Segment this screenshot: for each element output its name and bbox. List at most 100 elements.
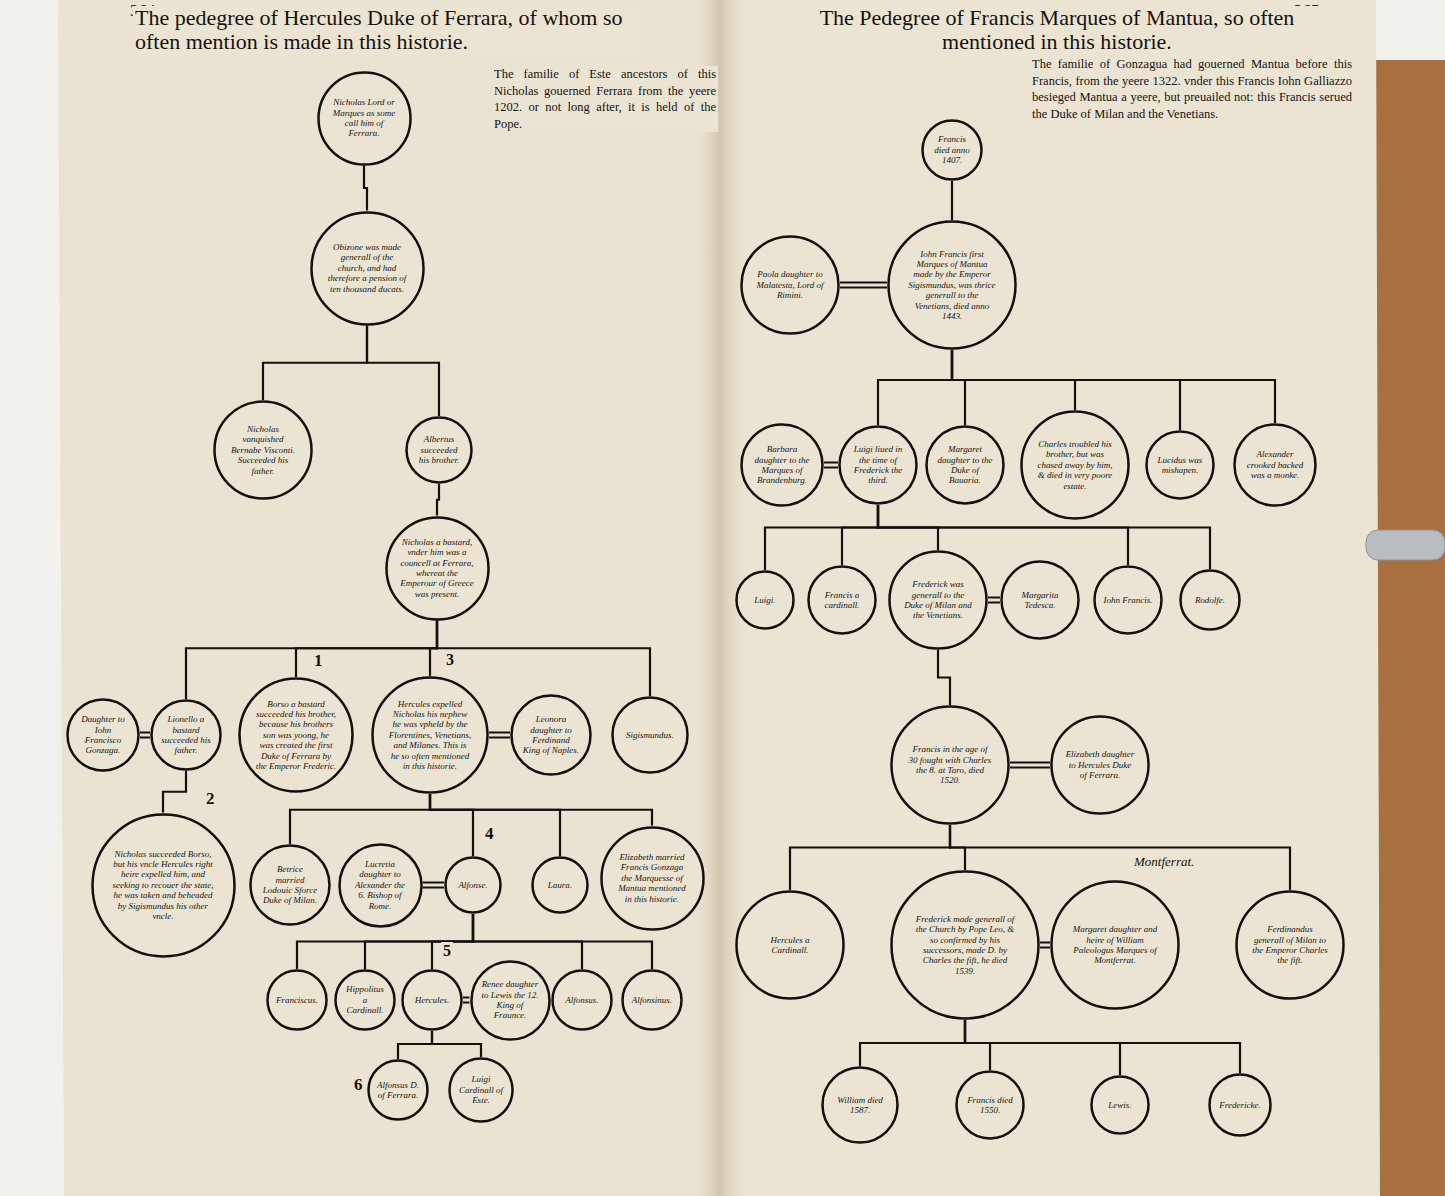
pedigree-circle: Nicholas a bastard, vnder him was a coun… [385,516,490,621]
metal-pencil [1366,530,1445,560]
page-heading: The pedegree of Hercules Duke of Ferrara… [133,6,642,54]
person-note: Franciscus. [276,995,319,1005]
person-note: Sigismundus. [623,730,678,740]
person-note: Lionello a bastard succeeded his father. [161,714,211,755]
pedigree-circle: Francis a cardinall. [807,565,877,635]
circle-ring [403,971,462,1030]
callout-number: 3 [444,651,456,669]
pedigree-circle: Hercules expelled Nicholas his nephew he… [371,676,489,794]
circle-ring [1052,882,1179,1009]
pedigree-circle: Lucretia daughter to Alexander the 6. Bi… [338,843,423,928]
pedigree-circle: Francis in the age of 30 fought with Cha… [890,705,1010,825]
pedigree-circle: Paola daughter to Malatesta, Lord of Rim… [740,235,840,335]
circle-ring [1147,432,1214,499]
person-note: Hercules. [411,995,454,1005]
circle-ring [336,971,395,1030]
callout-number: 4 [483,825,496,844]
pedigree-circle: Luigi Cardinall of Este. [448,1057,514,1123]
person-note: Frederick made generall of the Church by… [913,914,1018,976]
circle-ring [318,72,410,164]
person-note: Ferdinandus generall of Milan to the Emp… [1252,924,1329,965]
circle-ring [240,679,353,792]
circle-ring [215,402,312,499]
person-note: Alexander crooked backed was a monke. [1246,449,1305,480]
pedigree-circle: Elizabeth married Francis Gonzaga the Ma… [600,826,705,931]
circle-ring [268,971,327,1030]
person-note: Iohn Francis first Marques of Mantua mad… [907,249,998,321]
marriage-line [1010,763,1050,768]
pedigree-circle: Charles troubled his brother, but was ch… [1020,410,1130,520]
callout-number: 2 [204,790,217,809]
circle-ring [1095,567,1162,634]
lineage-line [290,794,430,844]
circle-ring [823,1068,898,1143]
person-note: Obizone was made generall of the church,… [327,242,408,294]
person-note: Alfonsinus. [631,995,674,1005]
circle-ring [1181,571,1240,630]
lineage-line [965,1020,1240,1073]
person-note: Leonora daughter to Ferdinand King of Na… [523,714,580,755]
person-note: Fredericke. [1218,1100,1263,1110]
person-note: Lewis. [1099,1100,1141,1110]
person-note: Alfonsus. [561,995,604,1005]
pedigree-circle: Frederick made generall of the Church by… [890,870,1040,1020]
callout-number: 5 [441,942,453,960]
right-page [720,0,1380,1196]
person-note: Betrice married Lodouic Sforce Duke of M… [262,864,319,905]
pedigree-circle: Alfonse. [444,856,502,914]
circle-ring [742,425,823,506]
pedigree-circle: Leonora daughter to Ferdinand King of Na… [510,694,592,776]
person-note: William died 1587. [833,1095,888,1116]
pedigree-circle: Barbara daughter to the Marques of Brand… [740,423,824,507]
lineage-line [860,1020,965,1066]
circle-ring [923,121,982,180]
person-note: Francis in the age of 30 fought with Cha… [908,744,992,785]
pedigree-circle: Iohn Francis first Marques of Mantua mad… [887,220,1017,350]
person-note: Lucretia daughter to Alexander the 6. Bi… [351,859,410,911]
circle-ring [892,707,1009,824]
person-note: Luigi Cardinall of Este. [458,1074,504,1105]
person-note: Luigi. [744,595,786,605]
lineage-line [437,484,439,516]
marriage-line [1040,943,1050,948]
person-note: Margaret daughter to the Duke of Bauaria… [937,444,993,485]
pedigree-circle: Francis died anno 1407. [921,119,983,181]
pedigree-circle: Luigi liued in the time of Frederick the… [838,425,918,505]
circle-ring [840,427,917,504]
lineage-line [367,326,439,417]
pedigree-circle: Obizone was made generall of the church,… [310,211,425,326]
circle-ring [152,701,221,770]
marriage-line [840,283,887,288]
lineage-line [952,350,965,425]
circle-ring [471,961,549,1039]
lineage-line [952,350,1275,423]
person-note: Daughter to Iohn Francisco Gonzaga. [77,714,129,755]
lineage-line [364,166,367,211]
lineage-line [790,825,950,890]
person-note: Lucidus was mishapen. [1156,455,1205,476]
circle-ring [1235,425,1316,506]
person-note: Hercules expelled Nicholas his nephew he… [389,699,472,771]
callout-number: 1 [312,652,325,671]
pedigree-circle: Francis died 1550. [955,1070,1025,1140]
pedigree-circle: Borso a bastard succeeded his brother, b… [238,677,354,793]
circle-ring [446,858,501,913]
pedigree-circle: Margaret daughter and heire of William P… [1050,880,1180,1010]
lineage-line [430,794,473,856]
marriage-line [489,733,510,738]
circle-ring [386,517,488,619]
person-note: Iohn Francis. [1104,595,1153,605]
circle-ring [613,698,688,773]
pedigree-circle: Hercules a Cardinall. [735,890,845,1000]
person-note: Margaret daughter and heire of William P… [1070,924,1161,965]
marriage-line [824,463,838,468]
lineage-line [432,1031,481,1057]
marriage-line [140,733,150,738]
circle-ring [311,212,423,324]
person-note: Laura. [540,880,581,890]
circle-ring [889,222,1016,349]
person-note: Francis a cardinall. [818,590,867,611]
pedigree-circle: Lewis. [1090,1075,1150,1135]
marriage-line [463,998,470,1003]
